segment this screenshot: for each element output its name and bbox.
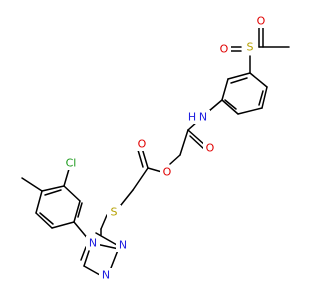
atom-o-amide-label: O	[206, 142, 215, 155]
atom-cl: Cl	[62, 156, 80, 170]
atom-n-amide-label: N	[199, 111, 207, 124]
atom-s-thioether-label: S	[111, 206, 118, 219]
atom-n-triazole-4: N	[86, 236, 100, 250]
atom-s-sulfonyl: S	[243, 40, 257, 54]
atom-o-ester-carbonyl: O	[135, 137, 149, 151]
atom-n-triazole-1-label: N	[119, 239, 127, 252]
atom-n-triazole-2: N	[99, 268, 113, 282]
atom-cl-label: Cl	[66, 157, 77, 170]
bond-layer	[21, 26, 290, 276]
molecule-structure: S O O N H O O O	[21, 14, 290, 282]
atom-o-amide: O	[203, 141, 217, 155]
atom-s-thioether: S	[107, 205, 121, 219]
atom-h-amide-label: H	[188, 111, 196, 124]
atom-h-amide: H	[187, 110, 197, 124]
atom-o-sulfonyl-top: O	[254, 14, 268, 28]
atom-o-ester-carbonyl-label: O	[138, 138, 147, 151]
atom-o-ester-link-label: O	[163, 166, 172, 179]
atom-label-layer: S O O N H O O O	[62, 14, 268, 282]
atom-o-sulfonyl-left: O	[217, 42, 231, 56]
atom-n-triazole-1: N	[116, 238, 130, 252]
atom-o-ester-link: O	[160, 165, 174, 179]
atom-n-triazole-4-label: N	[89, 237, 97, 250]
atom-o-sulfonyl-top-label: O	[257, 15, 266, 28]
atom-o-sulfonyl-left-label: O	[220, 43, 229, 56]
atom-n-amide: N	[196, 110, 210, 124]
atom-s-sulfonyl-label: S	[247, 41, 254, 54]
atom-n-triazole-2-label: N	[102, 269, 110, 282]
